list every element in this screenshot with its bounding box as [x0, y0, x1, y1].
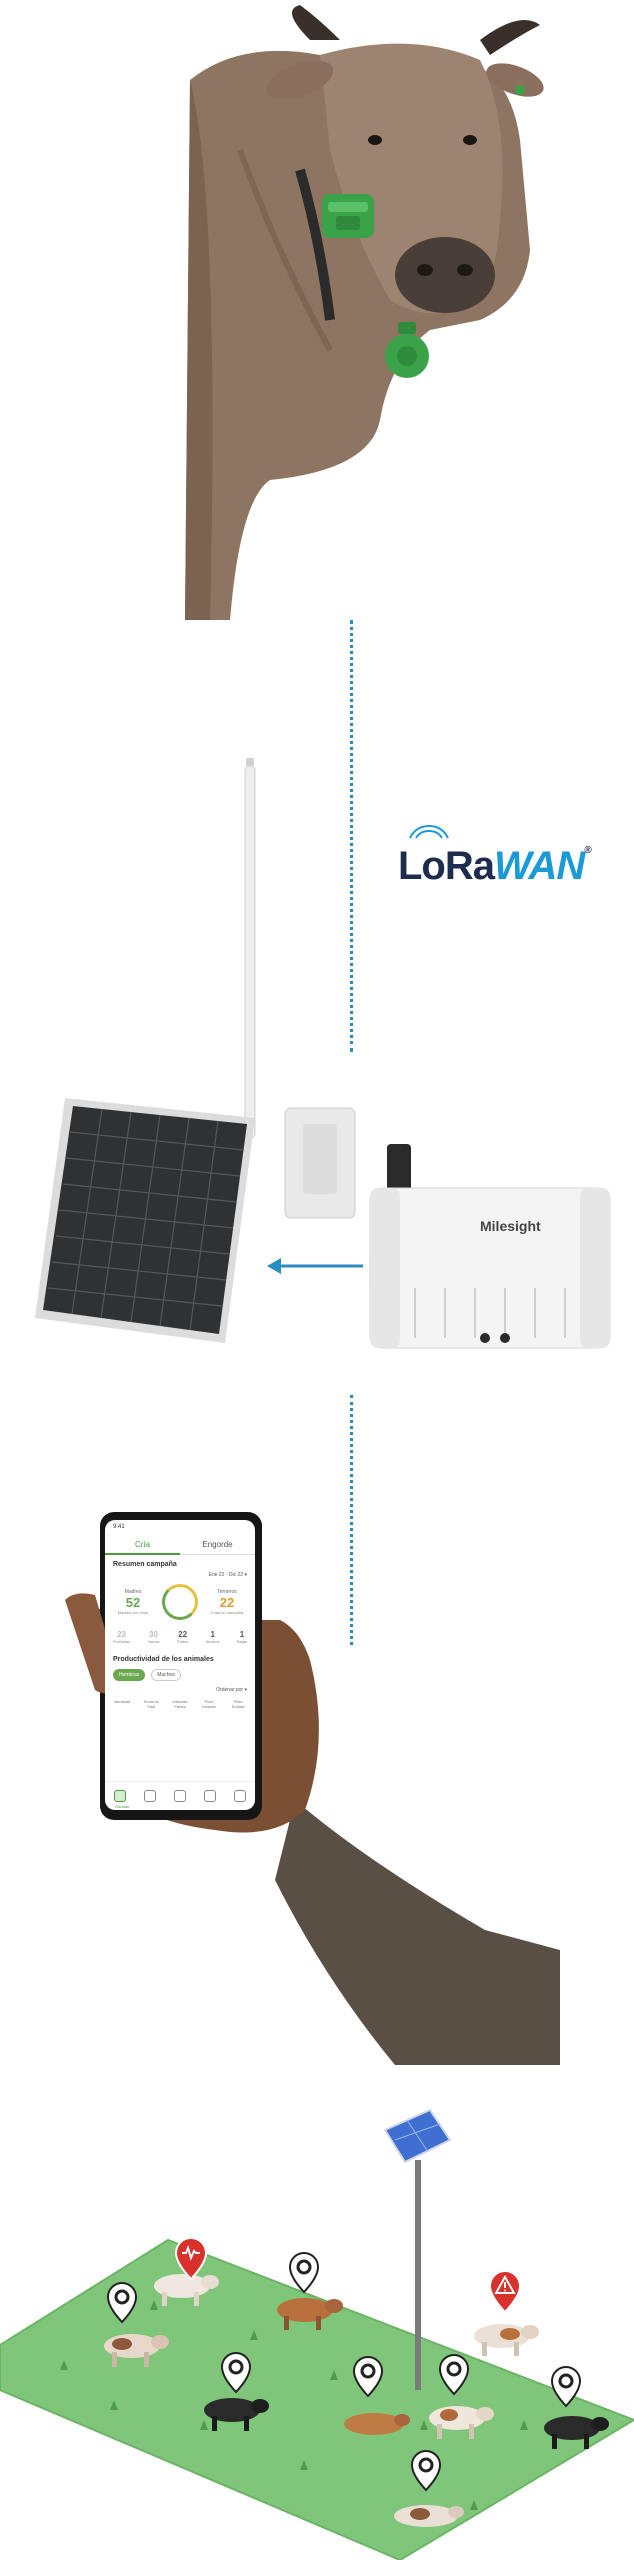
- pasture-map: [0, 2100, 634, 2560]
- bottom-nav: [105, 1781, 255, 1810]
- cow-figure: [340, 2400, 410, 2440]
- sex-filter: Hembras Machos: [105, 1665, 255, 1685]
- nav-ganado-icon[interactable]: [114, 1790, 126, 1802]
- pill-machos[interactable]: Machos: [151, 1669, 181, 1681]
- antenna: [235, 758, 265, 1138]
- status-bar-time: 9:41: [113, 1524, 125, 1530]
- date-range-select[interactable]: Ene 22 - Dic 22 ▾: [208, 1572, 247, 1578]
- arrow-left-icon: [265, 1256, 365, 1276]
- tab-cria[interactable]: Cría: [105, 1540, 180, 1555]
- connector-gateway-to-app: [350, 1395, 353, 1645]
- nav-map-icon[interactable]: [204, 1790, 216, 1802]
- app-screen: 9:41 Cría Engorde Resumen campaña Ene 22…: [105, 1520, 255, 1810]
- order-by-select[interactable]: Ordenar por ▾: [216, 1687, 247, 1693]
- map-pin-icon[interactable]: [218, 2350, 254, 2394]
- stat-terneros-sub: Crías en campaña: [210, 1610, 244, 1615]
- cow-figure: [270, 2292, 345, 2332]
- stat-cell-label: Preñadas: [113, 1639, 131, 1644]
- stat-cell-label: Bajas: [236, 1639, 247, 1644]
- stat-madres-label: Madres: [124, 1589, 142, 1595]
- map-pin-icon[interactable]: [350, 2354, 386, 2398]
- tab-engorde[interactable]: Engorde: [180, 1540, 255, 1555]
- cow-figure: [540, 2410, 610, 2452]
- cow-figure: [100, 2328, 170, 2370]
- solar-panel: [35, 1098, 365, 1348]
- map-pin-icon[interactable]: [548, 2364, 584, 2408]
- lorawan-logo: LoRaWAN®: [398, 824, 598, 896]
- lorawan-wordmark: LoRaWAN®: [398, 844, 592, 888]
- cow-figure: [150, 2268, 220, 2308]
- stat-cell-value: 22: [178, 1630, 188, 1639]
- app-tabs: Cría Engorde: [105, 1540, 255, 1555]
- stat-cell-label: Abortos: [205, 1639, 220, 1644]
- alert-pin-icon[interactable]: [172, 2235, 210, 2281]
- section-productivity-title: Productividad de los animales: [113, 1656, 214, 1663]
- stat-terneros: Terneros 22 Crías en campaña: [207, 1589, 247, 1615]
- map-pin-icon[interactable]: [436, 2352, 472, 2396]
- map-pin-icon[interactable]: [286, 2250, 322, 2294]
- stat-terneros-label: Terneros: [217, 1589, 237, 1595]
- ear-tag-sensor: [384, 322, 430, 382]
- stat-cell-label: Partos: [176, 1639, 189, 1644]
- column-header: Identidad: [113, 1699, 131, 1704]
- stat-cell-value: 1: [239, 1630, 245, 1639]
- cow-figure: [470, 2318, 540, 2358]
- stat-cell-value: 1: [210, 1630, 215, 1639]
- column-header: Intervalo Partos: [172, 1699, 188, 1709]
- stat-cell-value: 30: [149, 1630, 158, 1639]
- cow-collar-sensor: [318, 188, 378, 246]
- nav-pie-icon[interactable]: [144, 1790, 156, 1802]
- gateway-brand-label: Milesight: [480, 1218, 541, 1234]
- cow-figure: [425, 2400, 495, 2442]
- cow-illustration: [180, 0, 600, 620]
- stat-madres-sub: Madres con crías: [117, 1610, 149, 1615]
- nav-tag-icon[interactable]: [174, 1790, 186, 1802]
- stat-madres: Madres 52 Madres con crías: [113, 1589, 153, 1615]
- section-campaign-title: Resumen campaña: [113, 1561, 177, 1568]
- column-header: Peso Subida: [231, 1699, 245, 1709]
- gateway-device: [365, 1138, 615, 1353]
- column-header: Terneros Total: [143, 1699, 159, 1709]
- signal-waves-icon: [409, 824, 449, 839]
- map-pin-icon[interactable]: [408, 2448, 444, 2492]
- campaign-stats: Madres 52 Madres con crías Terneros 22 C…: [105, 1580, 255, 1624]
- nav-settings-icon[interactable]: [234, 1790, 246, 1802]
- cow-figure: [390, 2492, 465, 2532]
- alert-pin-icon[interactable]: [486, 2268, 524, 2314]
- table-header: Identidad Terneros Total Intervalo Parto…: [105, 1695, 255, 1713]
- map-pin-icon[interactable]: [104, 2280, 140, 2324]
- pill-hembras[interactable]: Hembras: [113, 1669, 146, 1681]
- solar-pole: [383, 2108, 452, 2390]
- connector-cow-to-gateway: [350, 620, 353, 1052]
- stat-cell-value: 23: [117, 1630, 127, 1639]
- column-header: Peso Destete: [202, 1699, 216, 1709]
- stat-terneros-value: 22: [219, 1595, 235, 1610]
- stat-madres-value: 52: [125, 1595, 141, 1610]
- stat-cell-label: Vacías: [147, 1639, 160, 1644]
- nav-ganado-label: Ganado: [115, 1804, 130, 1809]
- progress-ring-icon: [162, 1584, 198, 1620]
- cow-figure: [200, 2392, 270, 2434]
